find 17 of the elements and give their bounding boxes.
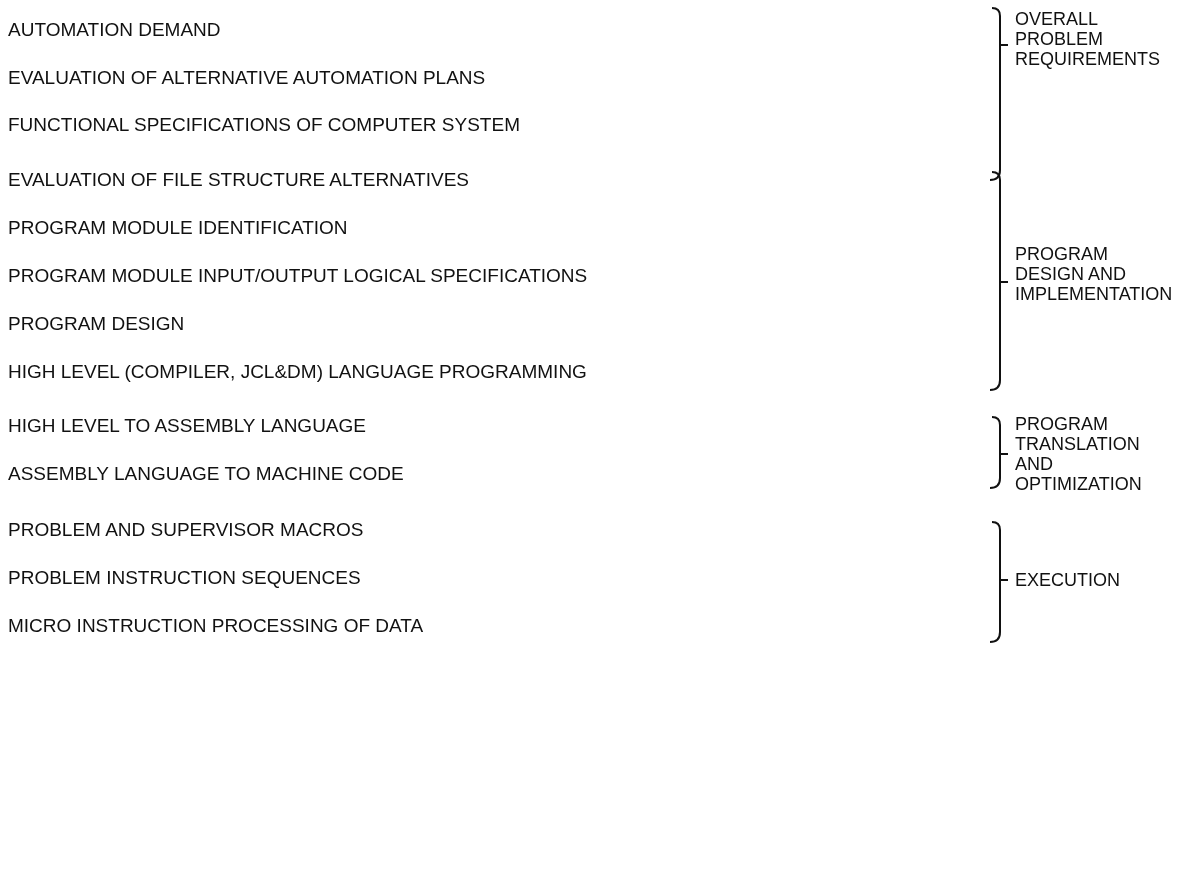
step-text: ASSEMBLY LANGUAGE TO MACHINE CODE (8, 463, 404, 485)
step-text: FUNCTIONAL SPECIFICATIONS OF COMPUTER SYSTEM (8, 114, 520, 136)
step-text: HIGH LEVEL (COMPILER, JCL&DM) LANGUAGE PROGRAMMING (8, 361, 587, 383)
step-text: PROGRAM MODULE INPUT/OUTPUT LOGICAL SPECIFICATIONS (8, 265, 588, 287)
step-text: EVALUATION OF ALTERNATIVE AUTOMATION PLANS (8, 67, 486, 89)
group-heading: EXECUTION (1015, 570, 1121, 590)
step-text: PROGRAM DESIGN (8, 313, 185, 335)
step-text: AUTOMATION DEMAND (8, 19, 221, 41)
step-text: EVALUATION OF FILE STRUCTURE ALTERNATIVES (8, 169, 469, 191)
step-text: PROBLEM AND SUPERVISOR MACROS (8, 519, 364, 541)
step-text: PROGRAM MODULE IDENTIFICATION (8, 217, 348, 239)
step-text: MICRO INSTRUCTION PROCESSING OF DATA (8, 615, 424, 637)
group-heading: PROGRAM DESIGN AND IMPLEMENTATION (1015, 244, 1174, 304)
group-heading: PROGRAM TRANSLATION AND OPTIMIZATION (1015, 414, 1143, 494)
group-heading: OVERALL PROBLEM REQUIREMENTS (1015, 9, 1161, 69)
step-text: PROBLEM INSTRUCTION SEQUENCES (8, 567, 361, 589)
step-text: HIGH LEVEL TO ASSEMBLY LANGUAGE (8, 415, 366, 437)
